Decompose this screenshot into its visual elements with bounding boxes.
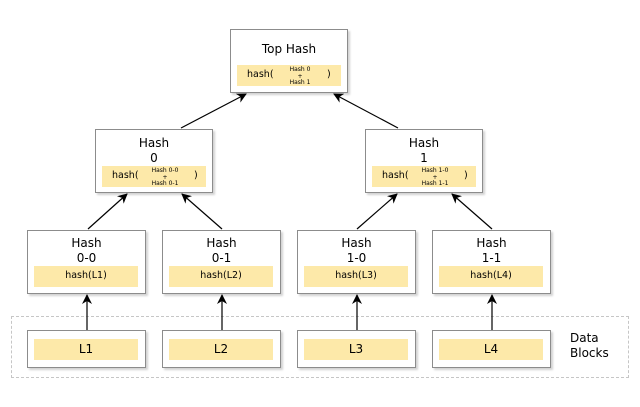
hash-1-0-title-line1: Hash (341, 236, 372, 250)
leaf-l2-fill: L2 (169, 339, 273, 360)
hash-0-0-title-line2: 0-0 (76, 251, 97, 265)
hash-1-0-formula-text: hash(L3) (335, 270, 377, 281)
leaf-l4-label: L4 (483, 342, 499, 356)
top-hash-formula: hash( Hash 0 + Hash 1 ) (237, 65, 341, 86)
formula-close-paren: ) (464, 170, 468, 181)
data-blocks-label-line1: Data (570, 331, 599, 345)
hash-1-formula: hash( Hash 1-0 + Hash 1-1 ) (372, 166, 476, 187)
operand-plus: + (297, 72, 303, 80)
hash-0-title-line1: Hash (138, 136, 170, 150)
hash-1-1-formula: hash(L4) (439, 266, 543, 287)
hash-1-1-formula-text: hash(L4) (470, 270, 512, 281)
formula-operands: Hash 0-0 + Hash 0-1 (148, 167, 182, 188)
hash-1-1-title-line1: Hash (476, 236, 507, 250)
leaf-l3: L3 (297, 330, 416, 368)
operand-plus: + (432, 173, 438, 181)
hash-0-1-formula-text: hash(L2) (200, 270, 242, 281)
hash-1-0-formula: hash(L3) (304, 266, 408, 287)
edge-hash01-to-hash0 (181, 193, 223, 230)
hash-0-1-title-line2: 0-1 (211, 251, 232, 265)
edge-hash1-to-top (333, 93, 399, 129)
top-hash-title: Top Hash (261, 42, 317, 56)
leaf-l3-label: L3 (348, 342, 364, 356)
formula-operands: Hash 1-0 + Hash 1-1 (418, 167, 452, 188)
hash-0-0-title-line1: Hash (71, 236, 102, 250)
formula-hash-fn: hash( (247, 69, 274, 80)
operand-b: Hash 0-1 (151, 180, 179, 187)
edge-hash11-to-hash1 (451, 193, 493, 230)
data-blocks-label: Data Blocks (570, 331, 609, 361)
hash-1-0-title-line2: 1-0 (346, 251, 367, 265)
hash-0-0-formula: hash(L1) (34, 266, 138, 287)
leaf-l4: L4 (432, 330, 551, 368)
hash-0-1-formula: hash(L2) (169, 266, 273, 287)
hash-0-0-node: Hash 0-0 hash(L1) (27, 230, 146, 294)
leaf-l2: L2 (162, 330, 281, 368)
formula-operands: Hash 0 + Hash 1 (285, 66, 315, 87)
leaf-l4-fill: L4 (439, 339, 543, 360)
operand-a: Hash 0-0 (151, 167, 179, 174)
top-hash-node: Top Hash hash( Hash 0 + Hash 1 ) (230, 29, 348, 93)
hash-0-node: Hash 0 hash( Hash 0-0 + Hash 0-1 ) (95, 129, 213, 193)
hash-1-0-node: Hash 1-0 hash(L3) (297, 230, 416, 294)
data-blocks-region (11, 316, 629, 378)
hash-0-formula: hash( Hash 0-0 + Hash 0-1 ) (102, 166, 206, 187)
operand-b: Hash 1-1 (421, 180, 449, 187)
operand-a: Hash 1-0 (421, 167, 449, 174)
leaf-l3-fill: L3 (304, 339, 408, 360)
hash-0-1-title-line1: Hash (206, 236, 237, 250)
formula-close-paren: ) (327, 69, 331, 80)
hash-1-1-node: Hash 1-1 hash(L4) (432, 230, 551, 294)
edge-hash0-to-top (180, 93, 247, 129)
hash-0-title-line2: 0 (150, 151, 158, 165)
hash-1-1-title-line2: 1-1 (481, 251, 502, 265)
leaf-l1-label: L1 (78, 342, 94, 356)
operand-b: Hash 1 (289, 79, 311, 86)
edge-hash10-to-hash1 (356, 193, 398, 230)
hash-1-node: Hash 1 hash( Hash 1-0 + Hash 1-1 ) (365, 129, 483, 193)
hash-1-title-line2: 1 (420, 151, 428, 165)
data-blocks-label-line2: Blocks (570, 346, 609, 360)
hash-0-1-node: Hash 0-1 hash(L2) (162, 230, 281, 294)
operand-a: Hash 0 (289, 66, 311, 73)
formula-hash-fn: hash( (382, 170, 409, 181)
leaf-l1-fill: L1 (34, 339, 138, 360)
leaf-l1: L1 (27, 330, 146, 368)
leaf-l2-label: L2 (213, 342, 229, 356)
operand-plus: + (162, 173, 168, 181)
formula-hash-fn: hash( (112, 170, 139, 181)
edge-hash00-to-hash0 (87, 193, 128, 230)
hash-0-0-formula-text: hash(L1) (65, 270, 107, 281)
hash-1-title-line1: Hash (408, 136, 440, 150)
formula-close-paren: ) (194, 170, 198, 181)
